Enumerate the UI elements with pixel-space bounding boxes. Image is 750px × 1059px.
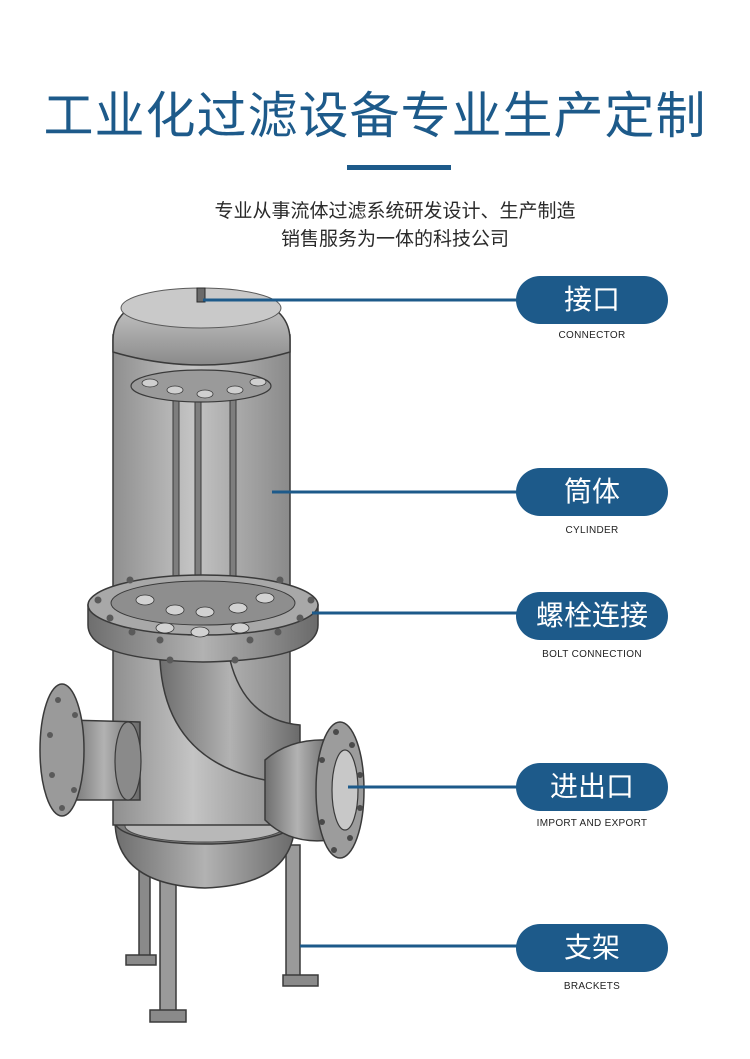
- caption-connector: CONNECTOR: [558, 330, 626, 341]
- page-title: 工业化过滤设备专业生产定制: [43, 87, 707, 145]
- caption-bolt-connection: BOLT CONNECTION: [542, 649, 642, 660]
- label-bolt-connection: 螺栓连接: [516, 592, 668, 640]
- caption-import-export: IMPORT AND EXPORT: [536, 818, 648, 829]
- caption-brackets: BRACKETS: [563, 981, 621, 992]
- label-import-export: 进出口: [516, 763, 668, 811]
- title-underline: [347, 165, 451, 170]
- label-brackets: 支架: [516, 924, 668, 972]
- top-connector: [196, 287, 206, 303]
- right-outlet: [264, 721, 365, 859]
- label-connector: 接口: [516, 276, 668, 324]
- subtitle-line-1: 专业从事流体过滤系统研发设计、生产制造: [214, 200, 576, 222]
- label-cylinder: 筒体: [516, 468, 668, 516]
- subtitle-line-2: 销售服务为一体的科技公司: [280, 228, 509, 250]
- callout-lines: [203, 298, 518, 948]
- left-inlet: [39, 683, 142, 817]
- middle-flange: [87, 574, 319, 664]
- caption-cylinder: CYLINDER: [565, 525, 619, 536]
- bracket-legs: [125, 844, 319, 1023]
